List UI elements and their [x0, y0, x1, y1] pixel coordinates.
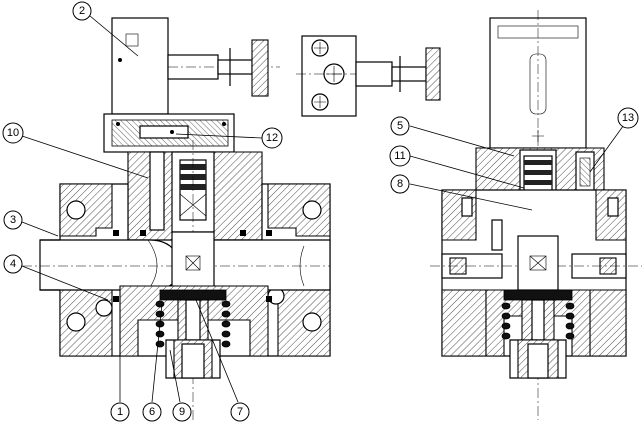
coil-connector	[125, 33, 139, 47]
callout-2: 2	[72, 1, 92, 21]
solenoid-coil-housing	[111, 17, 169, 115]
callout-8: 8	[390, 174, 410, 194]
flange-bolt	[66, 312, 86, 332]
callout-11: 11	[389, 145, 411, 167]
svg-text:2: 2	[79, 5, 85, 17]
svg-text:9: 9	[179, 406, 185, 418]
flange-bolt	[302, 312, 322, 332]
left-section-view	[22, 17, 331, 420]
svg-text:6: 6	[149, 406, 155, 418]
callout-6: 6	[142, 402, 162, 422]
callout-7: 7	[230, 402, 250, 422]
outlet-passage	[206, 239, 331, 291]
diaphragm	[159, 289, 227, 301]
callouts: 2 10 12 3 4 1 6 9	[2, 1, 639, 422]
side-return-spring	[501, 302, 575, 340]
svg-text:3: 3	[10, 214, 16, 226]
svg-text:4: 4	[10, 258, 16, 270]
svg-text:7: 7	[237, 406, 243, 418]
callout-12: 12	[261, 127, 283, 149]
callout-5: 5	[390, 116, 410, 136]
svg-text:11: 11	[394, 150, 405, 162]
flange-bolt	[302, 200, 322, 220]
callout-10: 10	[2, 122, 24, 144]
side-diaphragm	[503, 289, 573, 301]
callout-1: 1	[110, 402, 130, 422]
svg-text:8: 8	[397, 178, 403, 190]
flange-bolt	[66, 200, 86, 220]
svg-text:10: 10	[7, 127, 19, 139]
svg-text:5: 5	[397, 120, 403, 132]
coil-mark	[118, 58, 122, 62]
callout-9: 9	[172, 402, 192, 422]
override-knob-top	[425, 47, 441, 101]
solenoid-top-view	[296, 35, 441, 117]
callout-3: 3	[3, 210, 23, 230]
svg-text:12: 12	[266, 132, 278, 144]
right-section-view	[430, 10, 642, 420]
callout-4: 4	[3, 254, 23, 274]
svg-text:1: 1	[117, 406, 123, 418]
svg-text:13: 13	[622, 112, 634, 124]
callout-13: 13	[617, 107, 639, 129]
override-knob	[251, 39, 269, 97]
override-stem	[217, 59, 253, 75]
main-seat	[171, 231, 215, 289]
pilot-channel	[149, 151, 165, 231]
